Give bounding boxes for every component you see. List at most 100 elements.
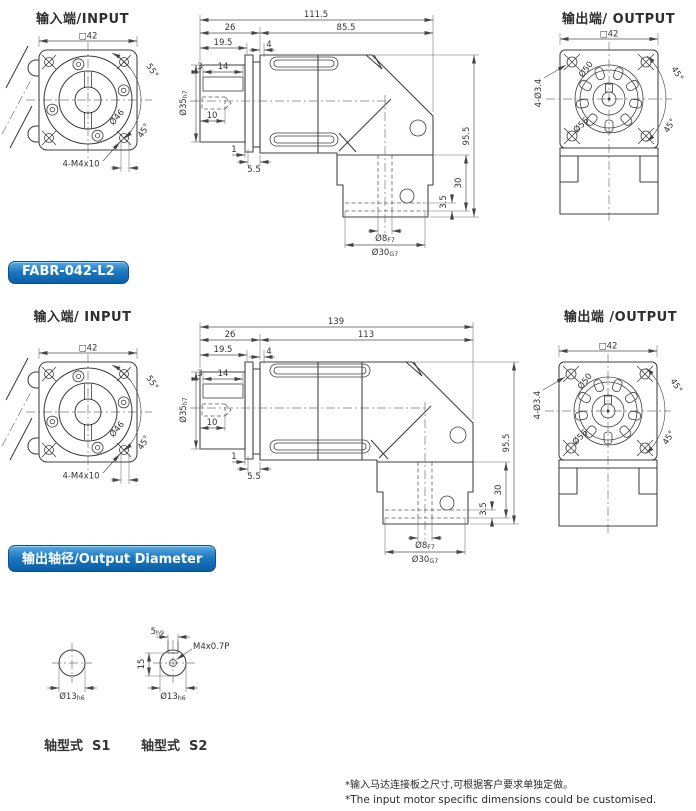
corner-hole: [562, 365, 580, 383]
flange-tab-bottom: [27, 437, 39, 455]
output-body-outline: [558, 459, 658, 527]
output-body-outline: [559, 147, 659, 215]
dim-hole-depth: 10: [207, 418, 218, 428]
dim-angle-top-label: 45°: [668, 65, 684, 83]
dim-spacer: 5.5: [247, 472, 261, 482]
corner-screw: [41, 54, 57, 70]
dim-hole-depth: 10: [207, 111, 218, 121]
dim-d50-label: Ø50: [576, 59, 595, 80]
dim-front-length: 26: [225, 23, 236, 33]
input-shaft-boss: [199, 64, 246, 143]
dim-shaft-dia: Ø35h7: [178, 397, 189, 423]
corner-screw: [41, 366, 57, 382]
dim-boss-height: 30: [454, 178, 464, 189]
corner-hole: [637, 53, 655, 71]
dim-step: 3.5: [479, 502, 489, 516]
output-slot-ring: [574, 379, 642, 445]
corner-hole: [563, 53, 581, 71]
section1-side-view: 111.5 26 85.5 19.5 4 3 14 Ø35h7 10 1 5.5…: [178, 10, 479, 258]
dim-boss-height: 30: [494, 485, 504, 496]
dim-key-length: 14: [218, 369, 229, 379]
corner-hole: [636, 365, 654, 383]
corner-hole: [562, 439, 580, 457]
model-badge: FABR-042-L2: [8, 261, 129, 284]
dim-bore: Ø8F7: [375, 233, 395, 244]
bolt-circle-screws: [46, 58, 130, 142]
dim-s2-key-width: 5h9: [151, 627, 164, 637]
dim-gap: 1: [231, 145, 236, 155]
footnote-line-en: *The input motor specific dimensions cou…: [345, 794, 657, 806]
section2-input-title: 输入端/ INPUT: [33, 310, 132, 325]
dim-angle-bottom-label: 45°: [136, 434, 152, 452]
input-shaft-boss: [199, 371, 246, 450]
dim-square-label: □42: [79, 32, 98, 42]
section2-side-view: 139 26 113 19.5 4 3 14 Ø35h7 10 1 5.5 95…: [178, 317, 519, 565]
dim-angle-top-label: 55°: [143, 62, 159, 80]
dim-flange: 19.5: [214, 38, 233, 48]
dim-thread-holes-label: 4-M4x10: [62, 160, 99, 170]
dim-angle-bottom-label: 45°: [661, 429, 677, 447]
dim-d56-label: Ø56: [570, 427, 590, 447]
dim-thread-holes-label: 4-M4x10: [62, 472, 99, 482]
dim-gap: 1: [231, 452, 236, 462]
gearbox-body-outline: [259, 54, 434, 218]
dim-square-label: □42: [79, 344, 98, 354]
dim-step: 3.5: [439, 195, 449, 209]
dim-angle-top-label: 45°: [667, 377, 683, 395]
dim-key-offset: 3: [197, 369, 202, 379]
dim-plate: 4: [266, 40, 271, 50]
corner-screw: [41, 442, 57, 458]
shaft-s2-caption: 轴型式 S2: [141, 739, 208, 754]
dim-square-label: □42: [600, 30, 619, 40]
dim-height: 95.5: [502, 434, 512, 453]
dim-spigot: Ø30G7: [412, 554, 438, 565]
section2-output-title: 输出端 /OUTPUT: [563, 310, 678, 325]
dim-total-length: 111.5: [304, 10, 328, 20]
dim-holes-label: 4-Ø3.4: [533, 79, 544, 108]
dim-s2-height: 15: [137, 659, 147, 670]
dim-d50-label: Ø50: [575, 371, 594, 392]
dim-square-label: □42: [599, 342, 618, 352]
dim-s2-tap-label: M4x0.7P: [193, 642, 229, 652]
section1-input-title: 输入端/INPUT: [36, 12, 129, 27]
dim-spigot: Ø30G7: [372, 247, 398, 258]
shaft-s1-caption: 轴型式 S1: [44, 739, 111, 754]
dim-key-length: 14: [218, 62, 229, 72]
dim-holes-label: 4-Ø3.4: [532, 391, 543, 420]
flange-tab-top: [27, 371, 39, 389]
dim-s2-diameter: Ø13h6: [160, 691, 186, 702]
dim-total-length: 139: [328, 317, 344, 327]
section1-input-front-view: □42 Ø46 55° 45° 4-M4x10: [1, 32, 160, 172]
corner-hole: [637, 127, 655, 145]
corner-hole: [563, 127, 581, 145]
dim-bore: Ø8F7: [415, 540, 435, 551]
flange-tab-bottom: [27, 125, 39, 143]
footnote-line-cn: *输入马达连接板之尺寸,可根据客户要求单独定做。: [345, 780, 574, 791]
output-diameter-badge: 输出轴径/Output Diameter: [8, 545, 217, 572]
dim-spacer: 5.5: [247, 165, 261, 175]
flange-tab-top: [27, 59, 39, 77]
bolt-circle-screws: [46, 370, 130, 454]
shaft-s2-view: 5h9 15 M4x0.7P Ø13h6: [137, 627, 229, 702]
dim-rear-length: 113: [358, 330, 374, 340]
section1-output-title: 输出端/ OUTPUT: [561, 12, 676, 27]
dim-angle-top-label: 55°: [143, 374, 159, 392]
dim-key-offset: 3: [197, 62, 202, 72]
shaft-s1-view: Ø13h6: [47, 643, 97, 702]
footnote: *输入马达连接板之尺寸,可根据客户要求单独定做。 *The input moto…: [345, 780, 685, 808]
dim-front-length: 26: [225, 330, 236, 340]
section1-output-front-view: □42 Ø50 Ø56 4-Ø3.4 45° 45°: [533, 30, 685, 222]
corner-screw: [41, 130, 57, 146]
gearbox-body-outline: [259, 361, 474, 525]
dim-flange: 19.5: [214, 345, 233, 355]
dim-rear-length: 85.5: [337, 23, 356, 33]
dim-angle-bottom-label: 45°: [662, 117, 678, 135]
section2-output-front-view: □42 Ø50 Ø56 4-Ø3.4 45° 45°: [532, 342, 684, 534]
dim-d56-label: Ø56: [571, 115, 591, 135]
corner-hole: [636, 439, 654, 457]
dim-shaft-dia: Ø35h7: [178, 90, 189, 116]
dim-angle-bottom-label: 45°: [136, 122, 152, 140]
dim-height: 95.5: [462, 127, 472, 146]
section2-input-front-view: □42 Ø46 55° 45° 4-M4x10: [1, 344, 160, 484]
